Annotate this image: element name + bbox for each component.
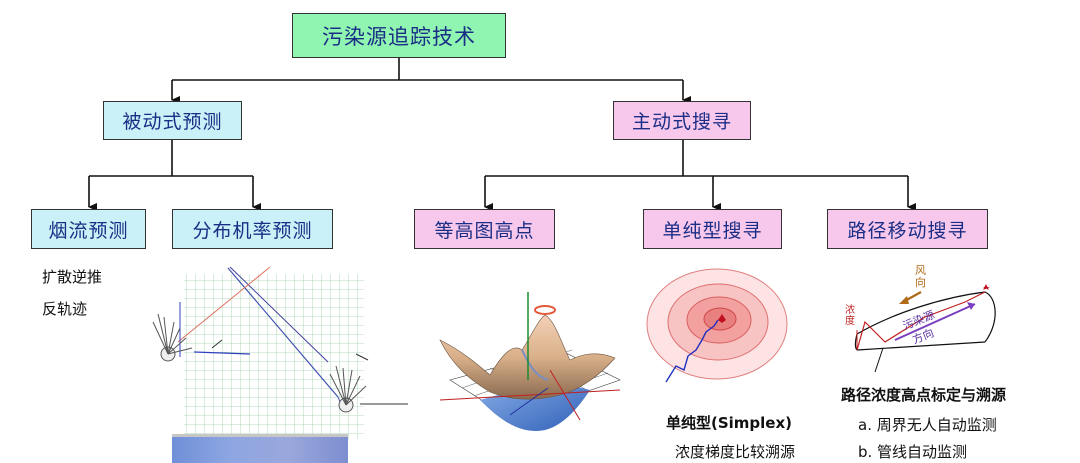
plume-prediction-node: 烟流预测 bbox=[31, 209, 146, 249]
windrose-icon-right bbox=[329, 365, 367, 413]
passive-prediction-node: 被动式预测 bbox=[103, 101, 242, 140]
active-search-node: 主动式搜寻 bbox=[613, 101, 751, 140]
path-caption: 路径浓度高点标定与溯源 bbox=[841, 386, 1007, 404]
contour-surface-figure bbox=[439, 292, 621, 431]
windrose-icon-left bbox=[152, 313, 193, 362]
path-movement-search-node: 路径移动搜寻 bbox=[827, 209, 988, 249]
path-item-pipeline: b. 管线自动监测 bbox=[858, 443, 968, 461]
plume-note-diffusion: 扩散逆推 bbox=[42, 268, 103, 286]
simplex-caption: 单纯型(Simplex) bbox=[666, 414, 793, 432]
concentration-label: 浓度 bbox=[845, 305, 855, 327]
path-movement-figure bbox=[854, 284, 996, 372]
distribution-probability-node: 分布机率预测 bbox=[172, 209, 333, 249]
contour-high-point-node: 等高图高点 bbox=[414, 209, 555, 249]
simplex-contour-figure bbox=[646, 268, 788, 383]
distribution-map-thumbnail bbox=[172, 434, 348, 463]
plume-note-back-trajectory: 反轨迹 bbox=[42, 300, 88, 318]
wind-direction-label: 风向 bbox=[915, 264, 926, 289]
simplex-search-node: 单纯型搜寻 bbox=[643, 209, 782, 249]
path-item-perimeter: a. 周界无人自动监测 bbox=[858, 416, 997, 434]
root-node: 污染源追踪技术 bbox=[292, 13, 506, 58]
distribution-grid-figure bbox=[152, 266, 408, 439]
simplex-note: 浓度梯度比较溯源 bbox=[675, 443, 796, 461]
